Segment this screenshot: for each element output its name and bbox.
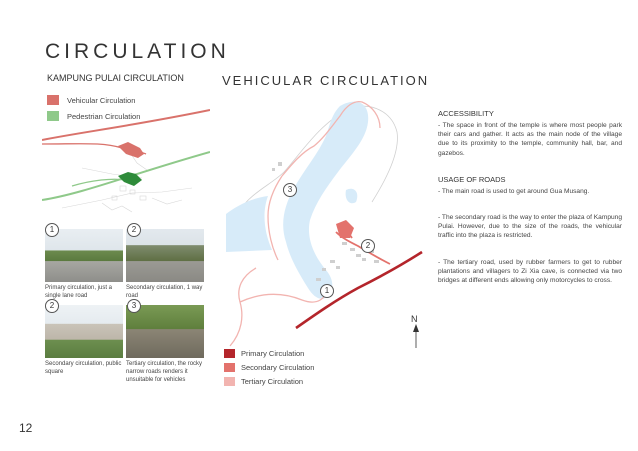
legend-pedestrian: Pedestrian Circulation [47,111,140,121]
page-number: 12 [19,421,33,435]
roads-text-main: - The main road is used to get around Gu… [438,188,590,195]
caption-tertiary: Tertiary circulation, the rocky narrow r… [126,361,203,383]
legend-tertiary-label: Tertiary Circulation [241,377,304,386]
photo-marker-2b: 2 [45,299,59,313]
caption-public-square: Secondary circulation, public square [45,361,122,375]
legend-primary: Primary Circulation [224,349,314,358]
map-marker-1: 1 [320,284,334,298]
secondary-swatch [224,363,235,372]
map-title: VEHICULAR CIRCULATION [222,73,430,88]
vehicular-circulation-map [226,100,423,348]
legend-secondary: Secondary Circulation [224,363,314,372]
vehicular-swatch [47,95,59,105]
caption-primary: Primary circulation, just a single lane … [45,285,113,299]
roads-text-secondary: - The secondary road is the way to enter… [438,214,622,240]
map-legend: Primary Circulation Secondary Circulatio… [224,349,314,386]
roads-text-tertiary: - The tertiary road, used by rubber farm… [438,259,622,285]
north-arrow [413,324,419,348]
photo-tertiary-road [126,305,204,358]
photo-primary-road [45,229,123,282]
north-label: N [411,314,418,324]
circulation-legend: Vehicular Circulation Pedestrian Circula… [47,95,140,121]
primary-swatch [224,349,235,358]
caption-secondary-road: Secondary circulation, 1 way road [126,285,203,299]
legend-tertiary: Tertiary Circulation [224,377,314,386]
photo-marker-2: 2 [127,223,141,237]
roads-heading: USAGE OF ROADS [438,175,506,184]
tertiary-swatch [224,377,235,386]
primary-road [295,250,423,330]
photo-public-square [45,305,123,358]
accessibility-text: - The space in front of the temple is wh… [438,122,622,157]
kampung-circulation-diagram [42,109,210,213]
map-marker-2: 2 [361,239,375,253]
pedestrian-swatch [47,111,59,121]
photo-marker-1: 1 [45,223,59,237]
photo-marker-3: 3 [127,299,141,313]
legend-vehicular-label: Vehicular Circulation [67,95,136,105]
photo-secondary-road [126,229,204,282]
legend-primary-label: Primary Circulation [241,349,305,358]
page-title: CIRCULATION [45,40,230,63]
map-marker-3: 3 [283,183,297,197]
legend-secondary-label: Secondary Circulation [241,363,315,372]
section-subtitle: KAMPUNG PULAI CIRCULATION [47,73,184,83]
accessibility-heading: ACCESSIBILITY [438,109,494,118]
legend-vehicular: Vehicular Circulation [47,95,140,105]
legend-pedestrian-label: Pedestrian Circulation [67,111,141,121]
river [283,101,369,299]
